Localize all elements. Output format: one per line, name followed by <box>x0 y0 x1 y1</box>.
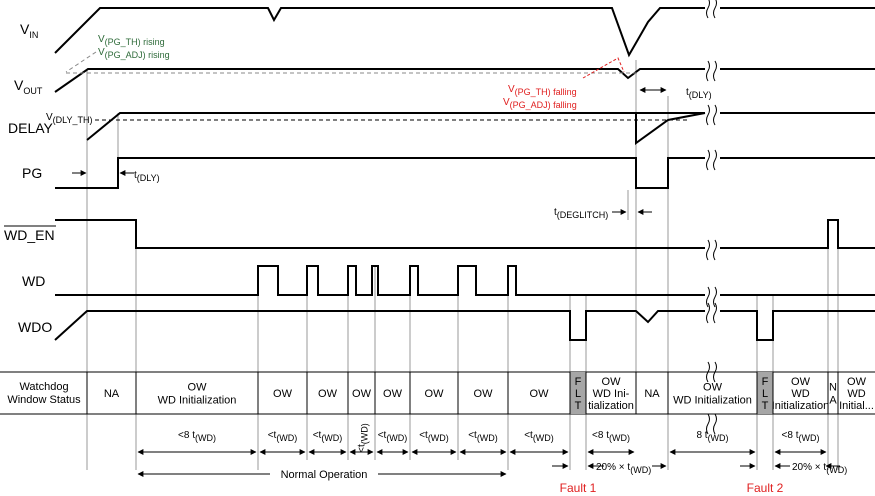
status-cell-text: OW <box>318 388 338 400</box>
status-cell-text: F <box>575 376 582 388</box>
duration-label: <t(WD) <box>468 430 498 443</box>
status-cell-text: OW <box>383 388 403 400</box>
status-cell-text: OW <box>273 388 293 400</box>
time-break-marks <box>706 0 717 435</box>
status-cell-text: T <box>762 400 769 412</box>
duration-label: <8 t(WD) <box>178 430 216 443</box>
status-cell-text: WD <box>847 388 865 400</box>
status-cell-text: OW <box>703 382 723 394</box>
status-cell-text: OW <box>791 376 811 388</box>
status-cell: OW <box>383 388 403 400</box>
status-cell-text: T <box>575 400 582 412</box>
status-cell-text: OW <box>352 388 372 400</box>
status-cell: NA <box>829 382 837 407</box>
status-cell-text: WD <box>791 388 809 400</box>
status-cell-text: L <box>762 388 768 400</box>
duration-label: <t(WD) <box>524 430 554 443</box>
pg-th-rising-label: V(PG_TH) rising <box>98 34 165 47</box>
wd-label: WD <box>22 273 45 289</box>
vin-waveform <box>54 7 875 58</box>
t-dly-label-1: t(DLY) <box>134 170 160 183</box>
status-cell-text: A <box>829 395 837 407</box>
status-header-line2: Window Status <box>7 394 81 406</box>
vout-waveform <box>54 68 875 93</box>
status-cell: OWWDInitial... <box>839 376 874 412</box>
duration-label: <t(WD) <box>419 430 449 443</box>
status-cell-text: OW <box>847 376 867 388</box>
pg-falling-pointer <box>582 57 625 79</box>
status-cell-text: OW <box>530 388 550 400</box>
duration-row: <8 t(WD) <t(WD) <t(WD) <t(WD) <t(WD) <t(WD) <t… <box>137 423 827 455</box>
status-cell-text: NA <box>644 388 660 400</box>
status-cell: OW <box>318 388 338 400</box>
pg-adj-falling-label: V(PG_ADJ) falling <box>503 97 577 110</box>
status-cell-text: Initial... <box>839 400 874 412</box>
wdo-waveform <box>54 310 875 341</box>
status-header-line1: Watchdog <box>19 381 68 393</box>
status-cell: NA <box>104 388 120 400</box>
status-cell-text: NA <box>104 388 120 400</box>
t-deglitch-label: t(DEGLITCH) <box>554 207 608 220</box>
delay-waveform <box>86 112 875 145</box>
status-cell: OW <box>474 388 494 400</box>
t-dly-label-2: t(DLY) <box>686 87 712 100</box>
duration-label: <t(WD) <box>268 430 298 443</box>
pct-label-2: 20% × t(WD) <box>792 462 847 475</box>
dly-th-label: V(DLY_TH) <box>46 112 93 125</box>
pg-waveform <box>55 157 875 189</box>
status-cell-text: WD Initialization <box>158 395 237 407</box>
status-cell-text: F <box>762 376 769 388</box>
status-cell: OW <box>352 388 372 400</box>
status-cell: OW <box>273 388 293 400</box>
pg-th-falling-label: V(PG_TH) falling <box>508 84 577 97</box>
wd-en-waveform <box>55 219 875 249</box>
status-cell-text: WD Ini- <box>593 388 630 400</box>
status-cell-text: OW <box>602 376 622 388</box>
vin-label: VIN <box>20 21 38 40</box>
duration-label: <8 t(WD) <box>592 430 630 443</box>
normal-operation-label: Normal Operation <box>281 469 368 481</box>
duration-label: <t(WD) <box>378 430 408 443</box>
pg-rising-pointer <box>65 51 97 73</box>
status-cell: NA <box>644 388 660 400</box>
status-cell-text: Initialization <box>772 400 829 412</box>
pg-adj-rising-label: V(PG_ADJ) rising <box>98 47 170 60</box>
status-cell-text: OW <box>474 388 494 400</box>
wd-waveform <box>55 265 875 296</box>
status-cell: FLT <box>757 372 773 414</box>
fault-2-label: Fault 2 <box>747 481 784 495</box>
duration-label: <t(WD) <box>357 423 370 453</box>
flt-shade <box>570 372 586 414</box>
duration-label: <8 t(WD) <box>782 430 820 443</box>
delay-label: DELAY <box>8 120 54 136</box>
wdo-label: WDO <box>18 319 52 335</box>
status-cell-text: WD Initialization <box>673 395 752 407</box>
pct-label-1: 20% × t(WD) <box>596 462 651 475</box>
status-cell-text: N <box>829 382 837 394</box>
status-cell-text: OW <box>425 388 445 400</box>
status-cell-text: tialization <box>588 400 634 412</box>
wd-en-label: WD_EN <box>4 227 55 243</box>
status-cell: OW <box>425 388 445 400</box>
duration-label: <t(WD) <box>313 430 343 443</box>
status-cell-text: L <box>575 388 581 400</box>
pg-label: PG <box>22 165 42 181</box>
status-cell: FLT <box>570 372 586 414</box>
fault-1-label: Fault 1 <box>560 481 597 495</box>
status-cell: OW <box>530 388 550 400</box>
status-cell-text: OW <box>188 382 208 394</box>
flt-shade <box>757 372 773 414</box>
vout-label: VOUT <box>14 77 43 96</box>
duration-label: 8 t(WD) <box>696 430 728 443</box>
